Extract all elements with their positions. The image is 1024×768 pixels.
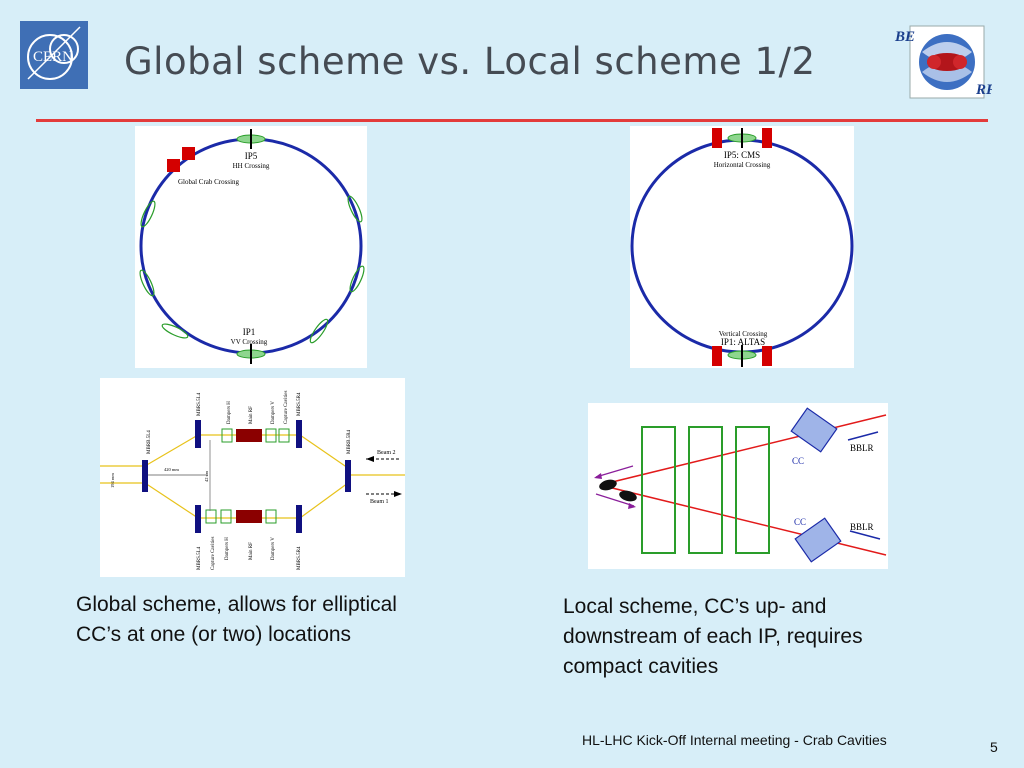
page-title: Global scheme vs. Local scheme 1/2 xyxy=(124,40,816,83)
svg-text:MBRB.5L4: MBRB.5L4 xyxy=(147,430,152,454)
crab-cavity xyxy=(167,159,180,172)
beam1-label: Beam 1 xyxy=(370,499,389,505)
svg-text:MBRB.5R4: MBRB.5R4 xyxy=(347,429,352,454)
cc-bottom-label: CC xyxy=(794,517,806,527)
svg-text:MBRS.5L4: MBRS.5L4 xyxy=(197,546,202,570)
svg-text:MBRS.5L4: MBRS.5L4 xyxy=(197,392,202,416)
page-number: 5 xyxy=(990,739,998,755)
cern-logo: CERN xyxy=(20,21,88,89)
svg-text:42 cm: 42 cm xyxy=(204,470,209,482)
local-scheme-ring-figure: IP5: CMS Horizontal Crossing Vertical Cr… xyxy=(630,126,854,368)
ip-bottom-label: IP1 xyxy=(243,327,256,337)
ip-top-sub: Horizontal Crossing xyxy=(714,161,771,169)
svg-text:Dampers H: Dampers H xyxy=(225,537,230,560)
crab-cavity xyxy=(762,128,772,148)
svg-text:RF: RF xyxy=(975,82,992,98)
bblr-top-label: BBLR xyxy=(850,443,874,453)
svg-text:Capture Cavities: Capture Cavities xyxy=(284,390,289,424)
crab-cavity xyxy=(182,147,195,160)
crab-cavity xyxy=(712,346,722,366)
svg-text:Dampers V: Dampers V xyxy=(271,537,276,560)
ip-top-label: IP5: CMS xyxy=(724,150,760,160)
svg-text:Dampers V: Dampers V xyxy=(271,401,276,424)
caption-local-scheme: Local scheme, CC’s up- and downstream of… xyxy=(563,595,863,678)
local-scheme-ir-figure: CC CC BBLR BBLR xyxy=(588,403,888,569)
crab-label: Global Crab Crossing xyxy=(178,178,240,186)
crab-cavity xyxy=(762,346,772,366)
svg-text:MBRS.5R4: MBRS.5R4 xyxy=(297,546,302,570)
caption-global-scheme: Global scheme, allows for elliptical CC’… xyxy=(76,593,397,646)
cc-top-label: CC xyxy=(792,456,804,466)
svg-text:Dampers H: Dampers H xyxy=(227,401,232,424)
svg-text:CERN: CERN xyxy=(33,49,73,65)
global-scheme-ir-layout-figure: Beam 2 Beam 1 420 mm 194 mm 42 cm MBRB.5… xyxy=(100,378,405,577)
ip-top-sub: HH Crossing xyxy=(233,162,270,170)
svg-text:MBRS.5R4: MBRS.5R4 xyxy=(297,392,302,416)
be-rf-logo: BE RF xyxy=(892,22,996,102)
bblr-bottom-label: BBLR xyxy=(850,522,874,532)
global-scheme-ring-figure: IP5 HH Crossing Global Crab Crossing IP1… xyxy=(135,126,367,368)
footer-text: HL-LHC Kick-Off Internal meeting - Crab … xyxy=(582,732,887,748)
svg-text:Main RF: Main RF xyxy=(249,542,254,560)
ip-bottom-label: IP1: ALTAS xyxy=(721,337,765,347)
beam2-label: Beam 2 xyxy=(377,450,396,456)
ip-top-label: IP5 xyxy=(245,151,258,161)
ring xyxy=(630,138,854,354)
title-divider xyxy=(36,119,988,122)
svg-text:Main RF: Main RF xyxy=(249,406,254,424)
svg-text:BE: BE xyxy=(894,29,915,45)
crab-cavity xyxy=(712,128,722,148)
svg-text:420 mm: 420 mm xyxy=(164,467,179,472)
ip-bottom-sub: Vertical Crossing xyxy=(719,330,768,338)
svg-text:Capture Cavities: Capture Cavities xyxy=(211,536,216,570)
svg-text:194 mm: 194 mm xyxy=(110,473,115,488)
ip-bottom-sub: VV Crossing xyxy=(231,338,268,346)
